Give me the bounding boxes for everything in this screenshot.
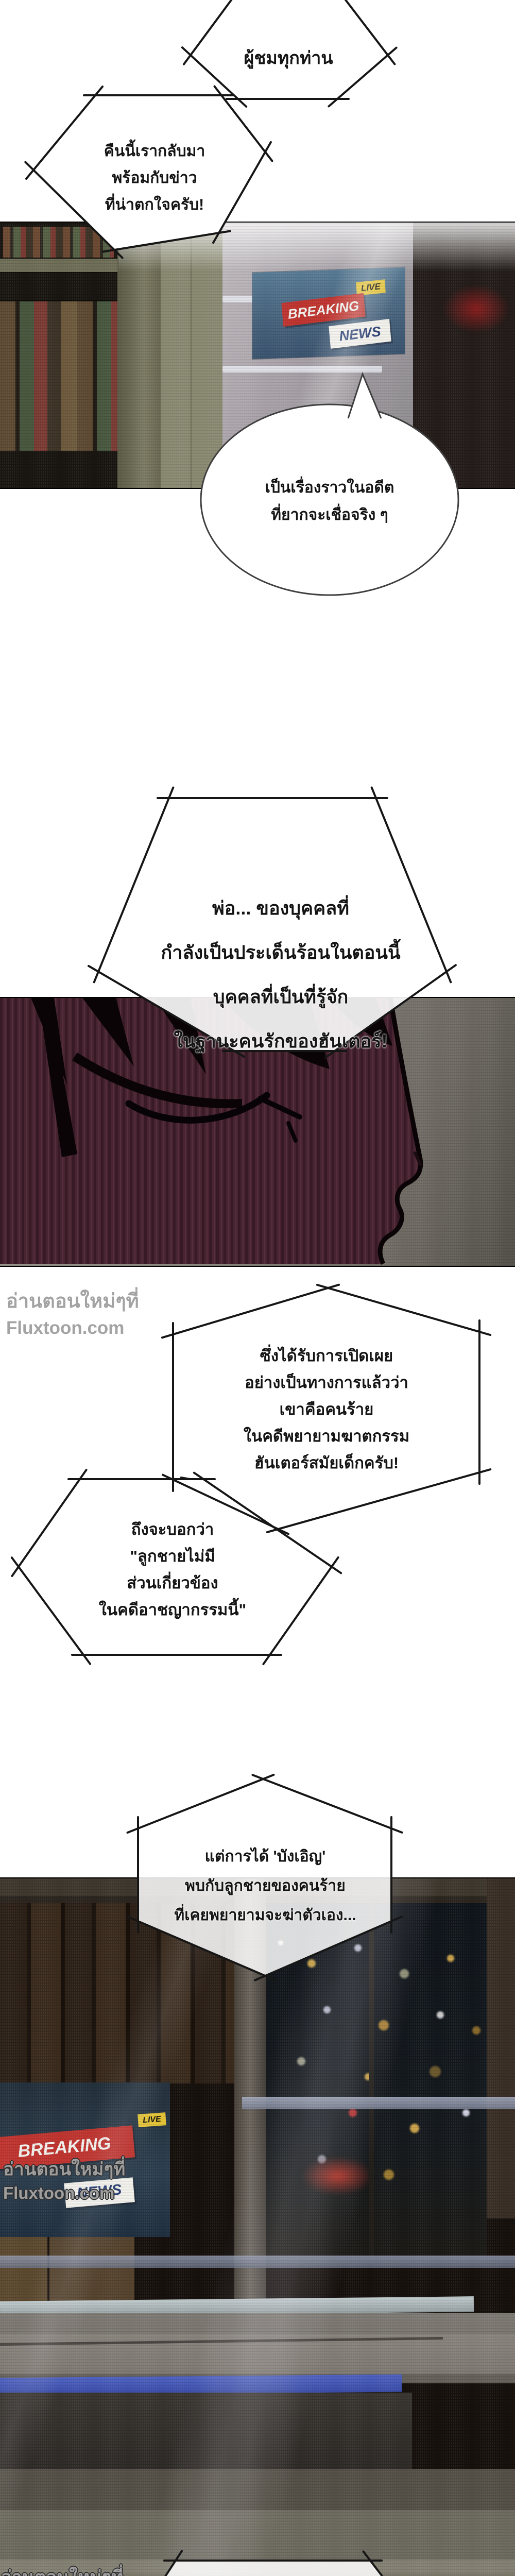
wall-seam (191, 223, 192, 488)
speech-bubble-5-tail (171, 1476, 208, 1513)
floor-band (0, 2469, 515, 2510)
window-frame-right (487, 1878, 515, 2218)
book-row-top (3, 227, 114, 258)
top-light-fade (118, 223, 515, 272)
window-slat (222, 366, 382, 372)
tv-screen-2: LIVE BREAKING NEWS (0, 2082, 170, 2237)
window-sill (242, 2097, 515, 2109)
bubble-4-text: พ่อ... ของบุคคลที่ กำลังเป็นประเด็นร้อนใ… (161, 897, 401, 1052)
bubble-7-text: แต่การได้ 'บังเอิญ' พบกับลูกชายของคนร้าย… (174, 1848, 356, 1924)
bubble-6-text: ถึงจะบอกว่า "ลูกชายไม่มี ส่วนเกี่ยวข้อง … (98, 1520, 247, 1619)
car-lights-glow (301, 2157, 373, 2195)
window-mullion (369, 1903, 374, 2264)
panel-newsroom: LIVE BREAKING NEWS (0, 1877, 515, 2576)
city-lights-bokeh (278, 1940, 283, 1945)
red-light-glow (443, 284, 510, 333)
shelf-board (0, 258, 119, 273)
bubble-3-text: เป็นเรื่องราวในอดีต ที่ยากจะเชื่อจริง ๆ (265, 479, 394, 523)
fluxtoon-watermark: อ่านตอนใหม่ๆที่ Fluxtoon.com (3, 2159, 126, 2202)
floor-band (0, 2510, 515, 2560)
bubble-1-text: ผู้ชมทุกท่าน (244, 48, 333, 68)
bubble-5-text: ซึ่งได้รับการเปิดเผย อย่างเป็นทางการแล้ว… (243, 1347, 410, 1472)
book-row-bottom (0, 300, 117, 451)
anchor-desk-front (0, 2313, 515, 2383)
fluxtoon-watermark: อ่านตอนใหม่ๆที่ Fluxtoon.com (1, 2566, 123, 2576)
bubble-2-text: คืนนี้เรากลับมา พร้อมกับข่าว ที่น่าตกใจค… (104, 143, 205, 213)
window-sill-low (0, 2256, 515, 2268)
fluxtoon-watermark: อ่านตอนใหม่ๆที่ Fluxtoon.com (6, 1291, 139, 1338)
panel-library-tv: LIVE BREAKING NEWS (0, 222, 515, 489)
